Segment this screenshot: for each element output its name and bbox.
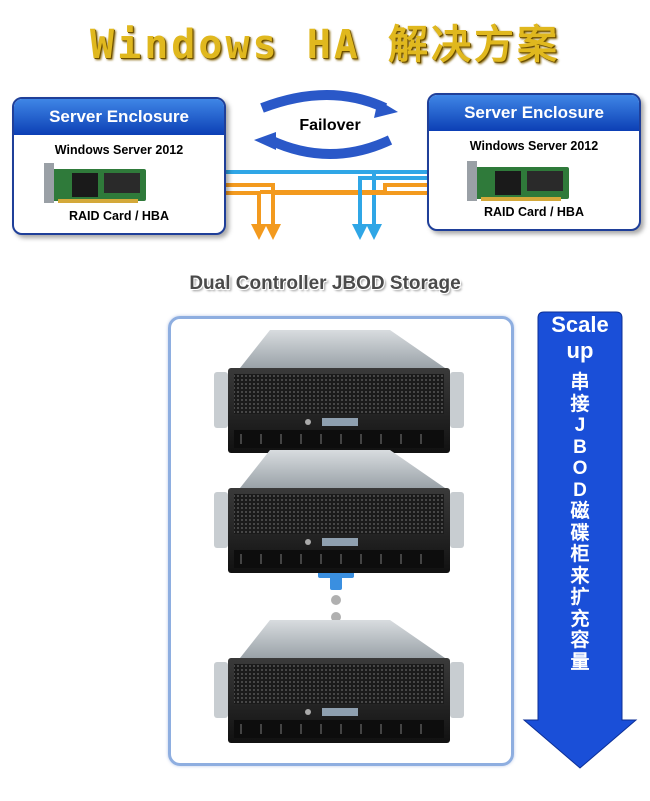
raid-card-icon bbox=[44, 163, 146, 203]
jbod-unit-3 bbox=[214, 620, 464, 743]
enclosure-header: Server Enclosure bbox=[429, 95, 639, 131]
scale-char: 磁 bbox=[570, 501, 590, 522]
storage-title: Dual Controller JBOD Storage bbox=[189, 273, 461, 294]
scale-char: 柜 bbox=[570, 544, 590, 565]
ellipsis-dot bbox=[331, 595, 341, 605]
enclosure-header: Server Enclosure bbox=[14, 99, 224, 135]
jbod-storage-group bbox=[168, 316, 514, 766]
scale-char: O bbox=[572, 458, 588, 479]
scale-up-arrow bbox=[522, 311, 638, 769]
raid-card-label: RAID Card / HBA bbox=[68, 209, 169, 223]
scale-char: 量 bbox=[570, 651, 590, 673]
failover-arrow-top bbox=[260, 90, 388, 113]
scale-char: 容 bbox=[570, 630, 590, 651]
raid-card-label: RAID Card / HBA bbox=[483, 205, 584, 219]
scale-chinese-text: 串 接 J B O D 磁 碟 柜 来 扩 充 容 量 bbox=[530, 372, 630, 673]
scale-up-label: Scale up 串 接 J B O D 磁 碟 柜 来 扩 充 容 量 bbox=[530, 312, 630, 673]
failover-label: Failover bbox=[299, 117, 361, 134]
scale-char: 碟 bbox=[570, 522, 590, 544]
scale-char: 来 bbox=[570, 565, 590, 587]
scale-char: D bbox=[573, 479, 587, 501]
failover-arrow-bottom bbox=[267, 135, 393, 159]
page-title: Windows HA 解决方案 bbox=[90, 22, 560, 68]
raid-card-icon bbox=[467, 161, 569, 201]
ellipsis-dot bbox=[331, 612, 341, 622]
os-label: Windows Server 2012 bbox=[54, 143, 184, 157]
os-label: Windows Server 2012 bbox=[469, 139, 599, 153]
scale-label-line2: up bbox=[566, 338, 594, 363]
scale-char: 充 bbox=[570, 608, 590, 630]
scale-char: 串 bbox=[570, 372, 590, 393]
scale-char: B bbox=[573, 436, 587, 458]
left-server-enclosure: Server Enclosure Windows Server 2012 RAI… bbox=[12, 97, 226, 235]
right-server-enclosure: Server Enclosure Windows Server 2012 RAI… bbox=[427, 93, 641, 231]
scale-label-line1: Scale bbox=[551, 312, 609, 337]
scale-char: 扩 bbox=[570, 587, 590, 608]
jbod-unit-1 bbox=[214, 330, 464, 453]
jbod-units bbox=[214, 330, 464, 743]
jbod-unit-2 bbox=[214, 450, 464, 573]
scale-char: 接 bbox=[570, 393, 590, 415]
scale-char: J bbox=[574, 415, 586, 436]
